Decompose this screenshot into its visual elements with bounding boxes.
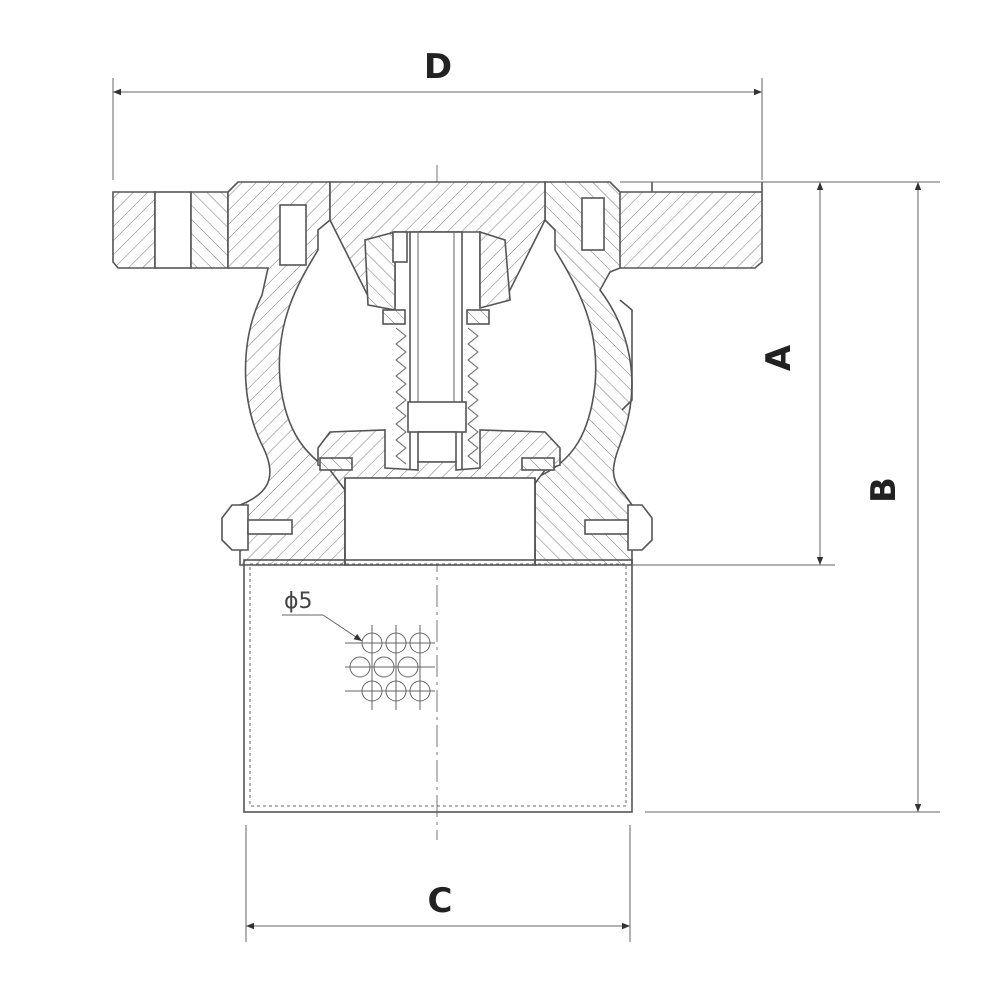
valve-seat [344,477,536,566]
hole-callout-text: ϕ5 [284,589,313,614]
dimension-b [645,181,940,813]
bolt-right [584,504,653,551]
dimension-c-label: C [428,881,453,921]
valve-guide [329,181,546,311]
strainer-basket [243,559,633,813]
valve-stem [407,231,467,471]
body-right-wall [534,181,633,566]
dimension-a-label: A [759,344,799,371]
bolt-left [221,504,293,551]
flange-left [112,191,229,269]
flange-right [609,182,763,269]
dimension-d-label: D [424,47,452,87]
dimension-b-label: B [864,477,904,503]
strainer-holes [345,625,435,710]
body-left-wall [227,181,346,566]
dimension-d [112,78,763,180]
hole-callout-arrow [322,614,363,642]
dimension-c [245,825,631,942]
valve-spring [382,309,490,465]
